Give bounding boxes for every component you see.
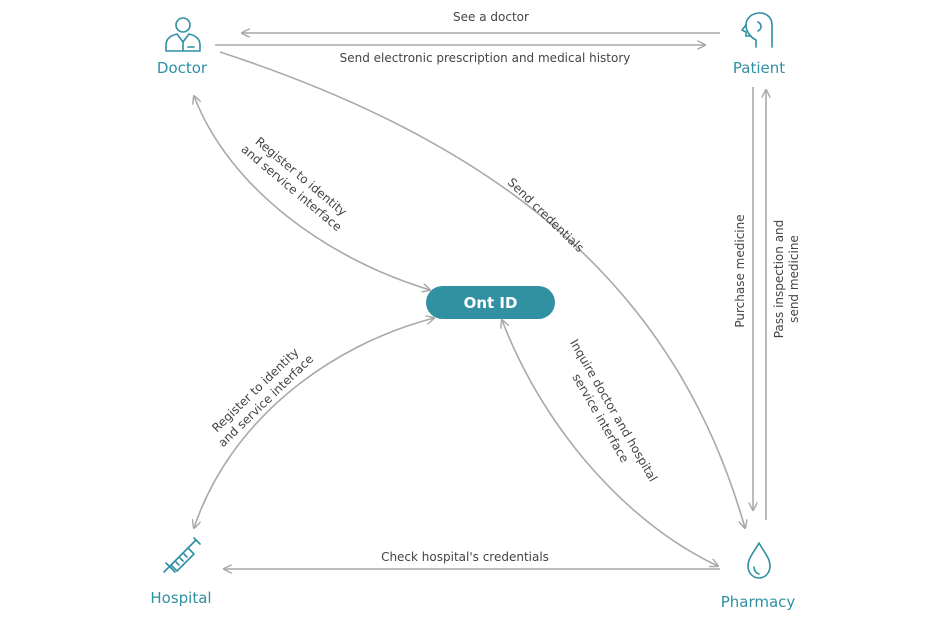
drop-icon	[747, 542, 771, 579]
label-purchase-medicine: Purchase medicine	[733, 214, 747, 327]
pharmacy-label: Pharmacy	[721, 593, 796, 611]
label-pass-inspection-1: Pass inspection and	[772, 220, 786, 339]
label-hospital-register-1: Register to identity	[209, 345, 301, 435]
patient-node: Patient	[733, 12, 785, 77]
edge-doctor-register	[194, 96, 430, 290]
syringe-icon	[163, 537, 201, 573]
label-pass-inspection-2: send medicine	[787, 235, 801, 323]
edge-inquire	[502, 320, 718, 566]
hospital-node: Hospital	[150, 537, 212, 607]
ont-id-node[interactable]: Ont ID	[426, 286, 555, 319]
doctor-icon	[165, 17, 201, 52]
ont-id-label: Ont ID	[464, 294, 518, 312]
label-check-credentials: Check hospital's credentials	[381, 550, 549, 564]
label-inquire-1: Inquire doctor and hospital	[567, 337, 660, 484]
doctor-label: Doctor	[157, 59, 208, 77]
label-send-prescription: Send electronic prescription and medical…	[340, 51, 631, 65]
pharmacy-node: Pharmacy	[721, 542, 796, 611]
label-see-doctor: See a doctor	[453, 10, 529, 24]
patient-head-icon	[741, 12, 773, 48]
label-hospital-register-2: and service interface	[215, 352, 316, 450]
label-send-credentials: Send credentials	[505, 175, 587, 255]
hospital-label: Hospital	[150, 589, 211, 607]
doctor-node: Doctor	[157, 17, 208, 77]
edge-hospital-register	[194, 318, 434, 528]
patient-label: Patient	[733, 59, 785, 77]
